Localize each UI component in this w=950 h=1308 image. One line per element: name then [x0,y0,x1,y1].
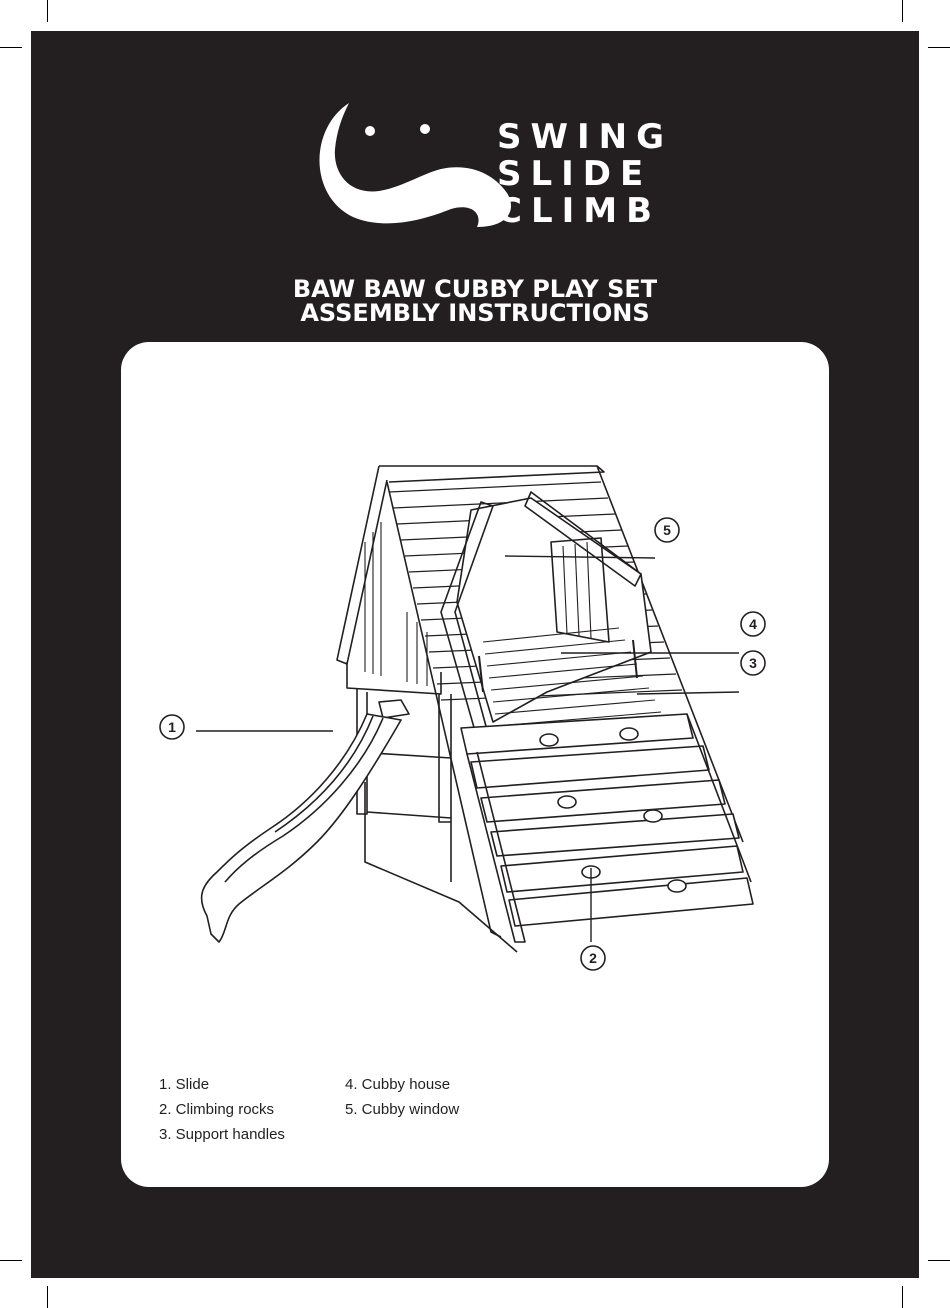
brand-line: SWING [497,117,674,157]
crop-mark [0,1260,22,1261]
crop-mark [928,1260,950,1261]
callout-1: 1 [159,714,185,740]
crop-mark [47,1286,48,1308]
document-subtitle: ASSEMBLY INSTRUCTIONS [300,299,650,327]
diagram-panel: 1 2 3 4 5 1. Slide 2. Climbing rocks 3. [121,342,829,1187]
callout-number: 5 [663,522,671,538]
legend-item: 3. Support handles [159,1126,285,1143]
callout-number: 2 [589,950,597,966]
crop-mark [902,1286,903,1308]
cover-sheet: SWING SLIDE CLIMB BAW BAW CUBBY PLAY SET… [31,31,919,1278]
callout-3: 3 [740,650,766,676]
smile-swoosh-icon [319,103,512,227]
document-title: BAW BAW CUBBY PLAY SET [292,275,658,303]
callout-4: 4 [740,611,766,637]
callout-number: 4 [749,616,757,632]
crop-mark [0,47,22,48]
legend-item: 2. Climbing rocks [159,1101,275,1118]
crop-mark [928,47,950,48]
brand-line: SLIDE [497,154,653,194]
callout-5: 5 [654,517,680,543]
legend-column-1: 1. Slide 2. Climbing rocks 3. Support ha… [159,1072,285,1147]
crop-mark [47,0,48,22]
legend-item: 4. Cubby house [345,1076,451,1093]
callout-2: 2 [580,945,606,971]
brand-logo: SWING SLIDE CLIMB [31,31,919,271]
legend-column-2: 4. Cubby house 5. Cubby window [345,1072,459,1122]
crop-mark [902,0,903,22]
legend-item: 1. Slide [159,1076,210,1093]
legend-item: 5. Cubby window [345,1101,460,1118]
brand-wordmark: SWING SLIDE CLIMB [497,119,673,230]
callout-number: 3 [749,655,757,671]
callout-number: 1 [168,719,176,735]
brand-line: CLIMB [497,191,662,231]
play-set-illustration: 1 2 3 4 5 [159,465,766,971]
